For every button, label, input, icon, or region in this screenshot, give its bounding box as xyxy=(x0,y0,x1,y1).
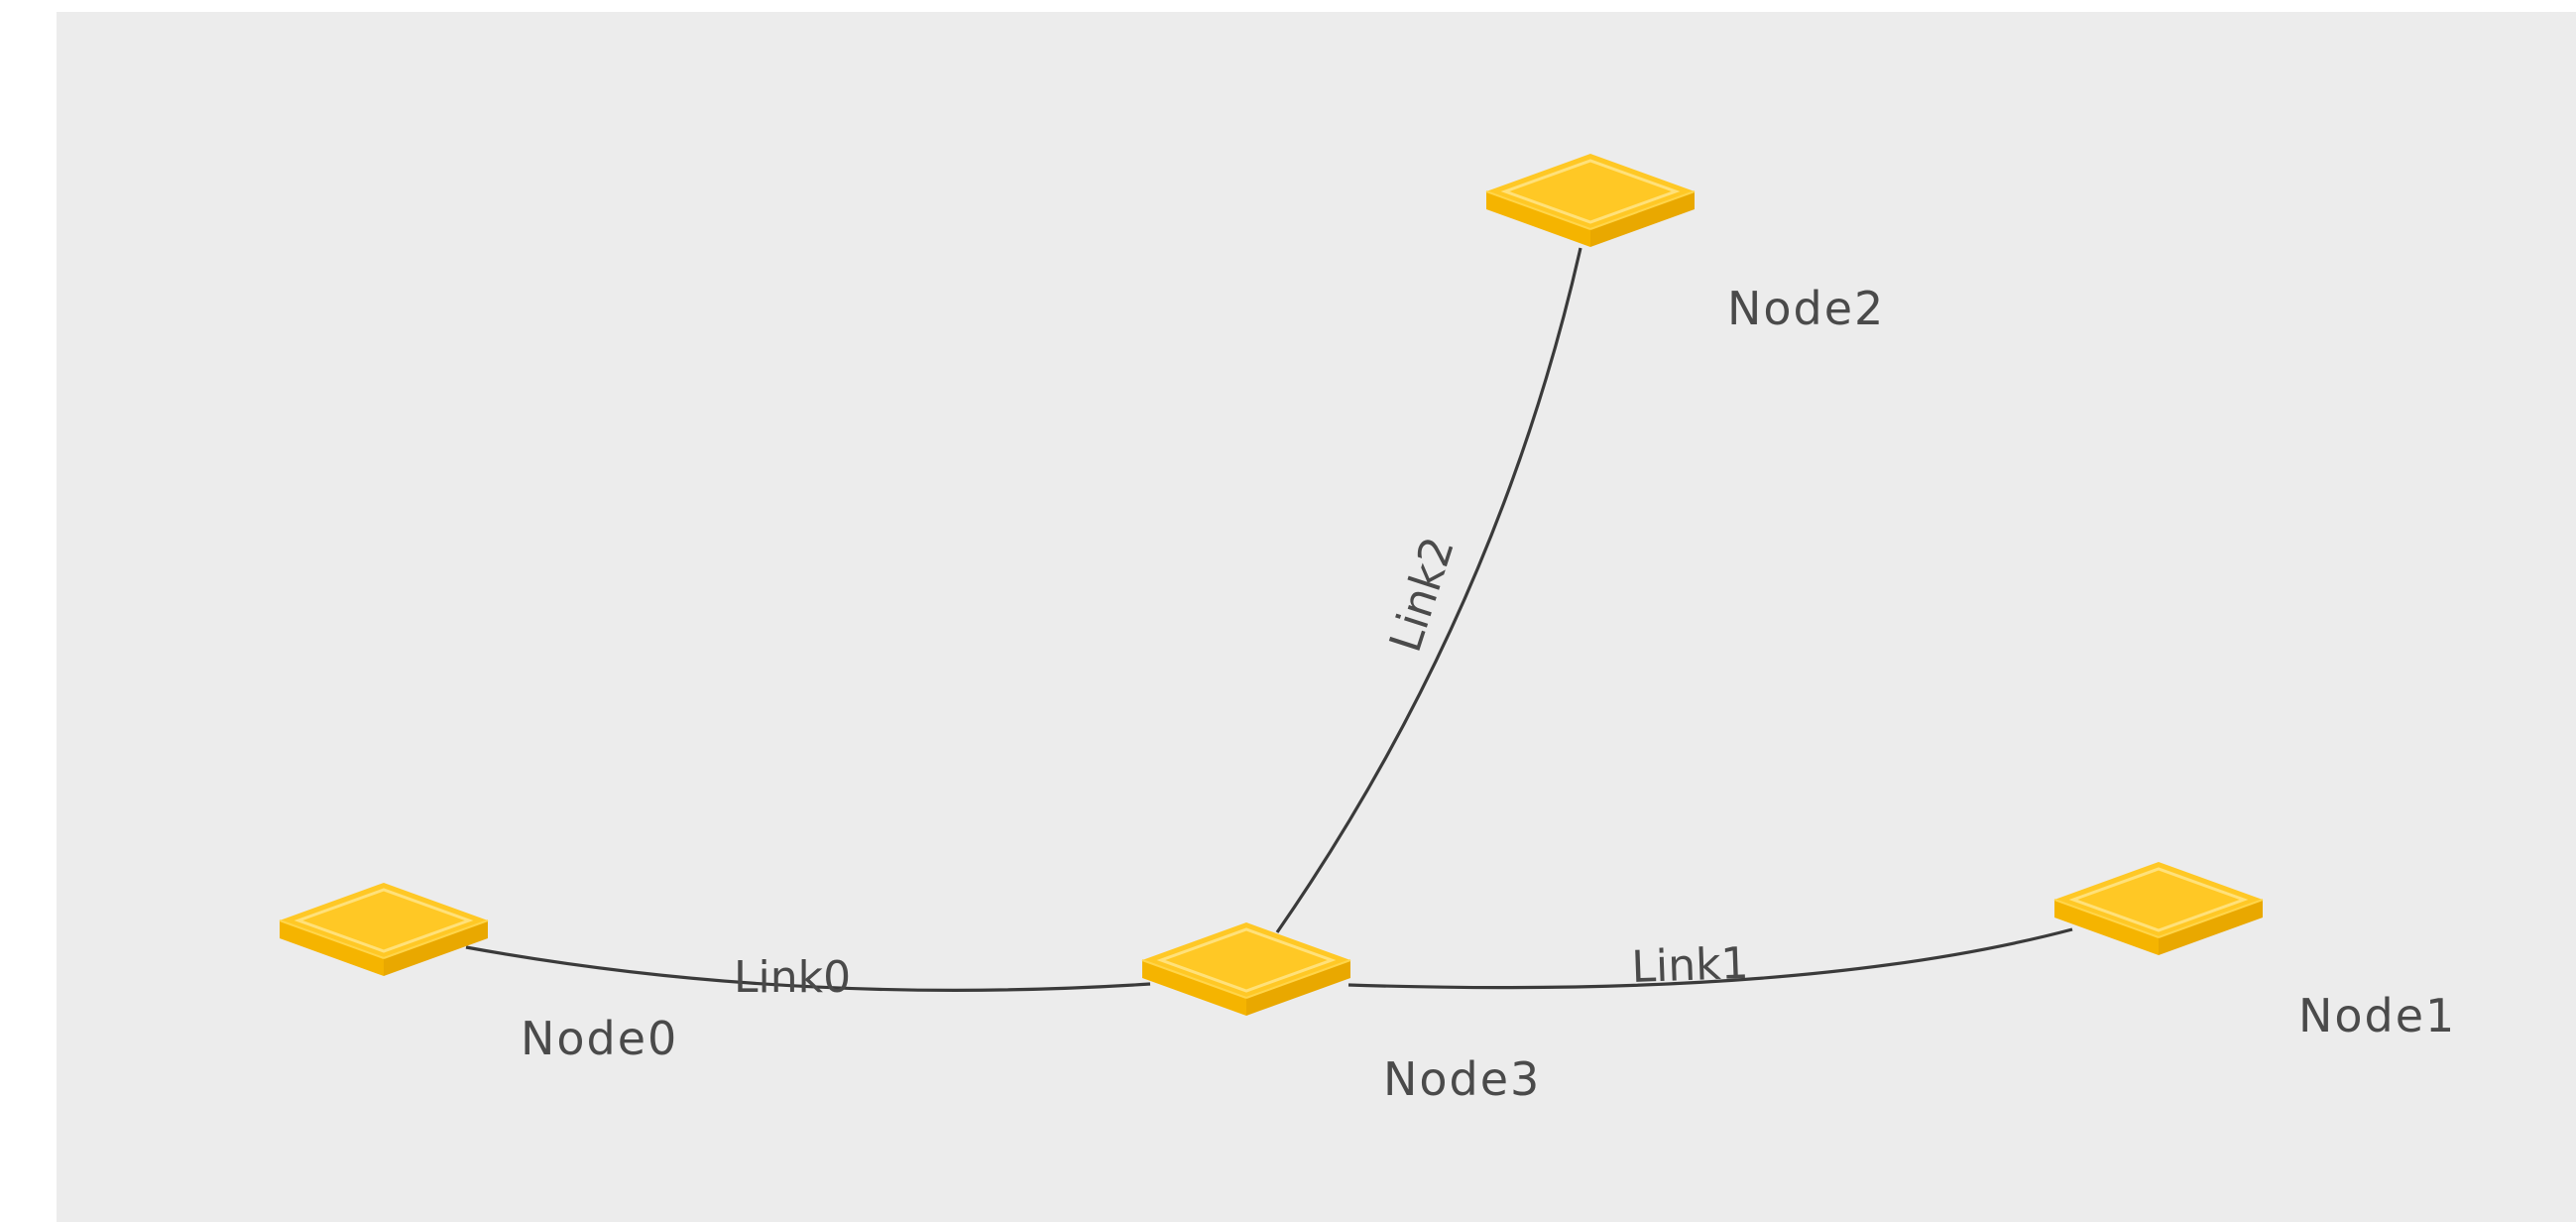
switch-icon xyxy=(278,881,490,978)
node-label: Node2 xyxy=(1727,282,1885,335)
node-label: Node0 xyxy=(521,1012,678,1065)
switch-icon xyxy=(2052,860,2265,957)
links-layer xyxy=(465,247,2073,992)
switch-icon xyxy=(1484,152,1697,249)
node-node3[interactable] xyxy=(1140,920,1352,1018)
topology-canvas[interactable] xyxy=(57,12,2576,1222)
link-label: Link0 xyxy=(734,952,851,1003)
node-node2[interactable] xyxy=(1484,152,1697,249)
switch-icon xyxy=(1140,920,1352,1018)
node-label: Node1 xyxy=(2298,989,2456,1042)
link-label: Link1 xyxy=(1631,938,1750,993)
link-line-link1[interactable] xyxy=(1347,927,2073,990)
node-node0[interactable] xyxy=(278,881,490,978)
link-line-link0[interactable] xyxy=(465,945,1151,992)
link-label: Link2 xyxy=(1380,531,1464,658)
node-node1[interactable] xyxy=(2052,860,2265,957)
node-label: Node3 xyxy=(1383,1052,1541,1106)
link-line-link2[interactable] xyxy=(1275,247,1582,933)
